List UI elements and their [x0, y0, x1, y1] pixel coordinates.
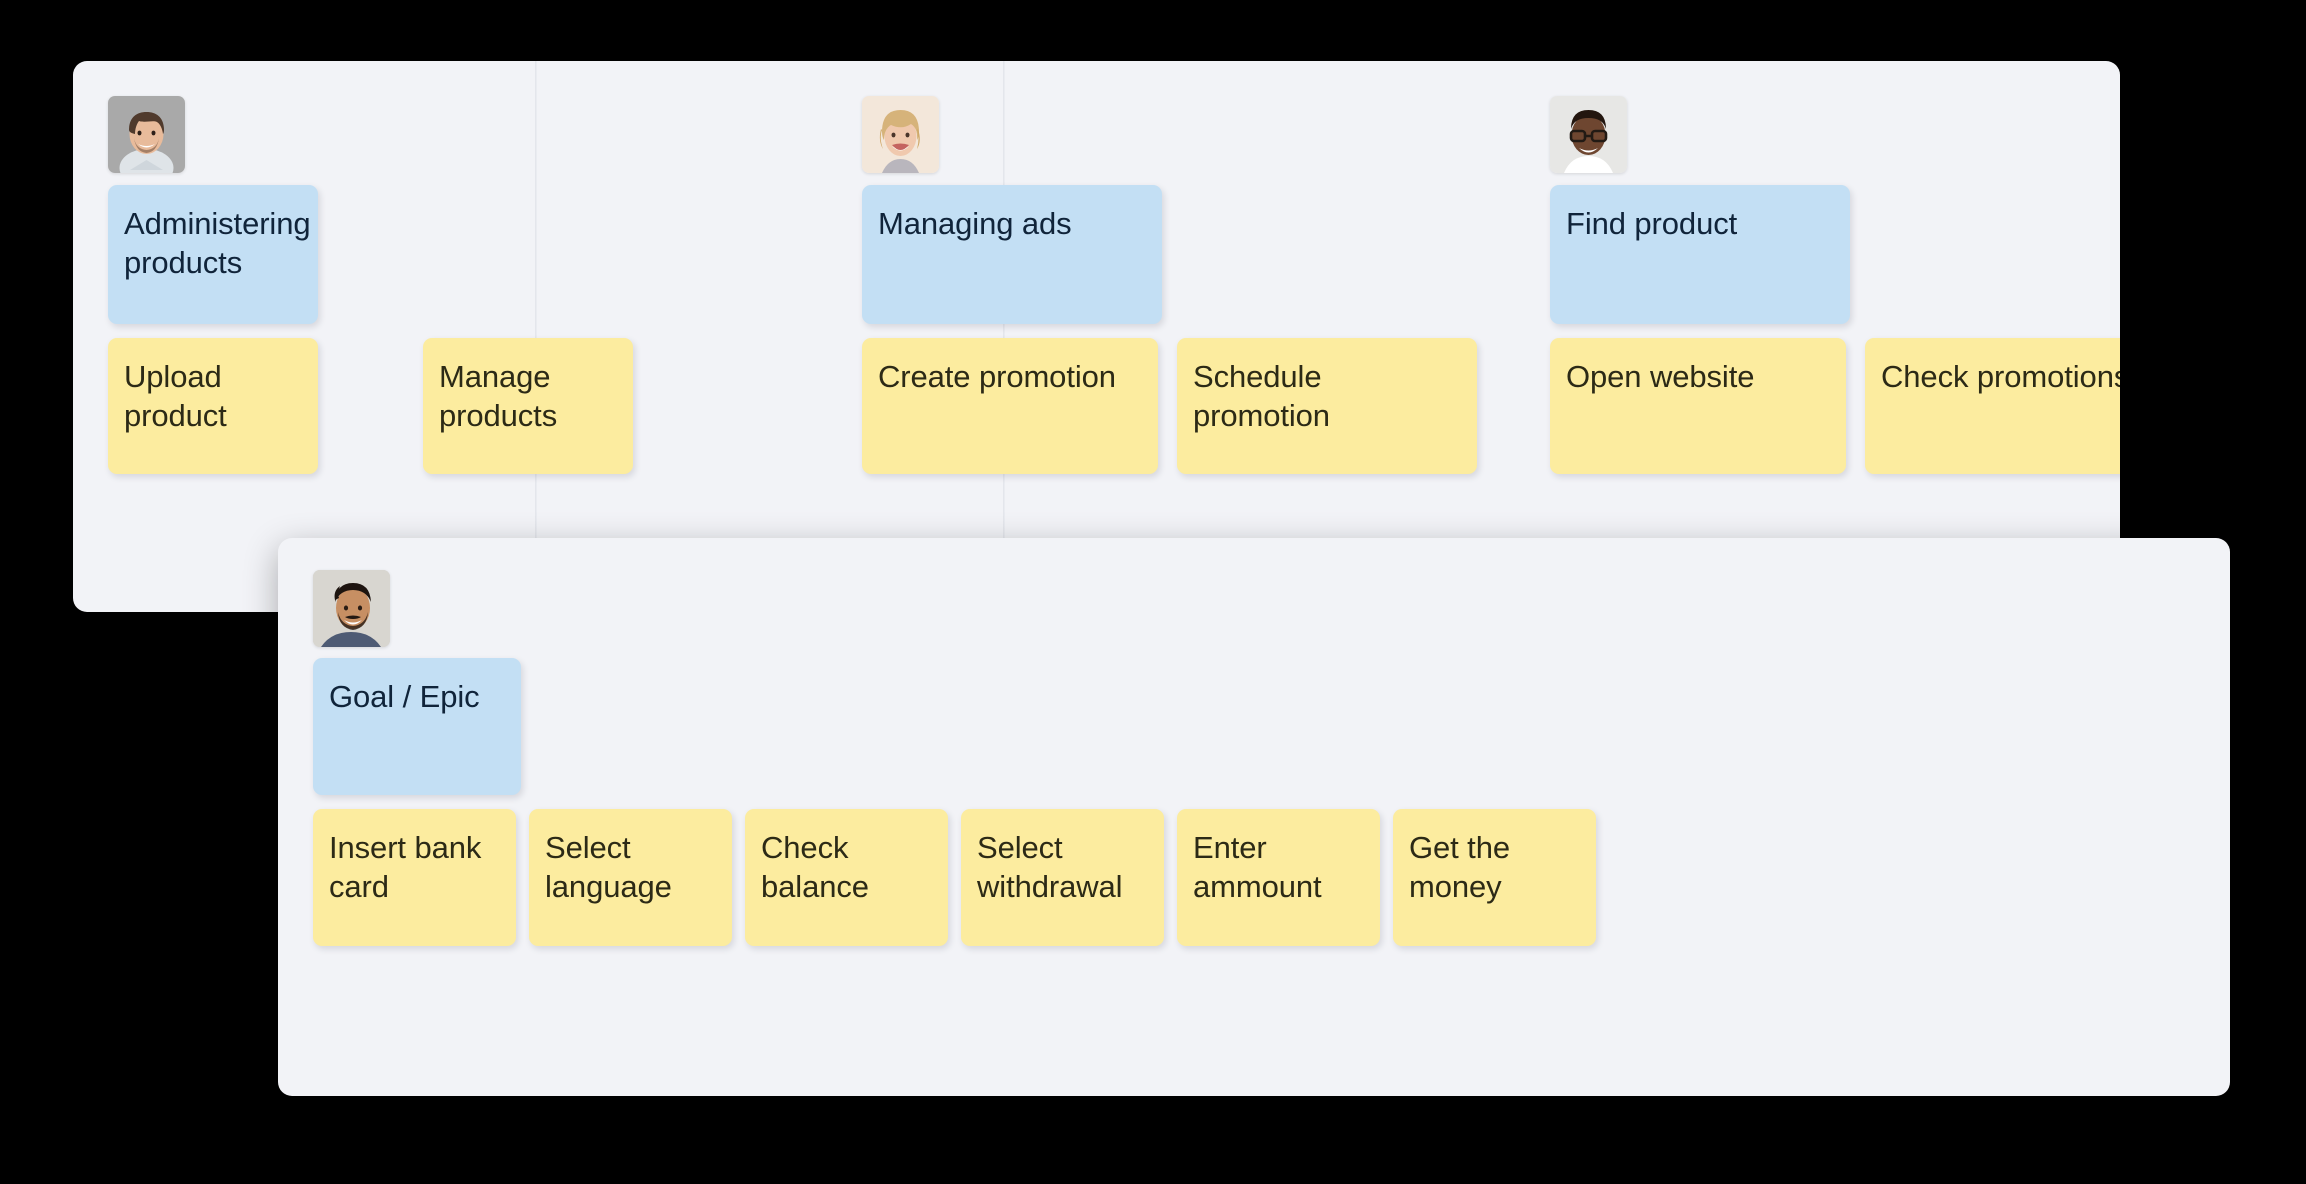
user-story-map-board[interactable]: Administering products Upload product Ma…	[73, 61, 2120, 612]
task-card-label: Upload product	[124, 359, 227, 434]
avatar-male-beard-concrete-bg[interactable]	[313, 570, 390, 647]
avatar-male-light-grey-bg[interactable]	[108, 96, 185, 173]
goal-card-label: Find product	[1566, 206, 1738, 241]
goal-card[interactable]: Administering products	[108, 185, 318, 324]
task-card[interactable]: Insert bank card	[313, 809, 516, 946]
task-card[interactable]: Check balance	[745, 809, 948, 946]
goal-card-label: Goal / Epic	[329, 679, 480, 714]
task-card-label: Insert bank card	[329, 830, 482, 905]
goal-card-label: Managing ads	[878, 206, 1072, 241]
goal-card[interactable]: Managing ads	[862, 185, 1162, 324]
task-card-label: Get the money	[1409, 830, 1510, 905]
task-card[interactable]: Create promotion	[862, 338, 1158, 474]
goal-card-label: Administering products	[124, 206, 311, 281]
task-card[interactable]: Manage products	[423, 338, 633, 474]
task-card[interactable]: Schedule promotion	[1177, 338, 1477, 474]
task-card[interactable]: Get the money	[1393, 809, 1596, 946]
task-card-label: Check balance	[761, 830, 869, 905]
task-card[interactable]: Select language	[529, 809, 732, 946]
column-managing-ads[interactable]: Managing ads Create promotion Schedule p…	[537, 61, 1477, 612]
goal-card[interactable]: Goal / Epic	[313, 658, 521, 795]
task-card-label: Open website	[1566, 359, 1755, 394]
task-card[interactable]: Open website	[1550, 338, 1846, 474]
goal-card[interactable]: Find product	[1550, 185, 1850, 324]
task-card-label: Create promotion	[878, 359, 1116, 394]
avatar-female-blonde-cream-bg[interactable]	[862, 96, 939, 173]
avatar-male-glasses-light-bg[interactable]	[1550, 96, 1627, 173]
task-card[interactable]: Upload product	[108, 338, 318, 474]
task-card-label: Schedule promotion	[1193, 359, 1330, 434]
column-administering-products[interactable]: Administering products Upload product Ma…	[73, 61, 633, 612]
task-card[interactable]: Select withdrawal	[961, 809, 1164, 946]
task-card-label: Enter ammount	[1193, 830, 1322, 905]
task-card[interactable]: Check promotions	[1865, 338, 2120, 474]
column-find-product[interactable]: Find product Open website Check promotio…	[1005, 61, 2120, 612]
task-card-label: Select withdrawal	[977, 830, 1123, 905]
task-card[interactable]: Enter ammount	[1177, 809, 1380, 946]
task-card-label: Select language	[545, 830, 672, 905]
task-card-label: Manage products	[439, 359, 558, 434]
task-card-label: Check promotions	[1881, 359, 2120, 394]
goal-epic-board[interactable]: Goal / Epic Insert bank card Select lang…	[278, 538, 2230, 1096]
